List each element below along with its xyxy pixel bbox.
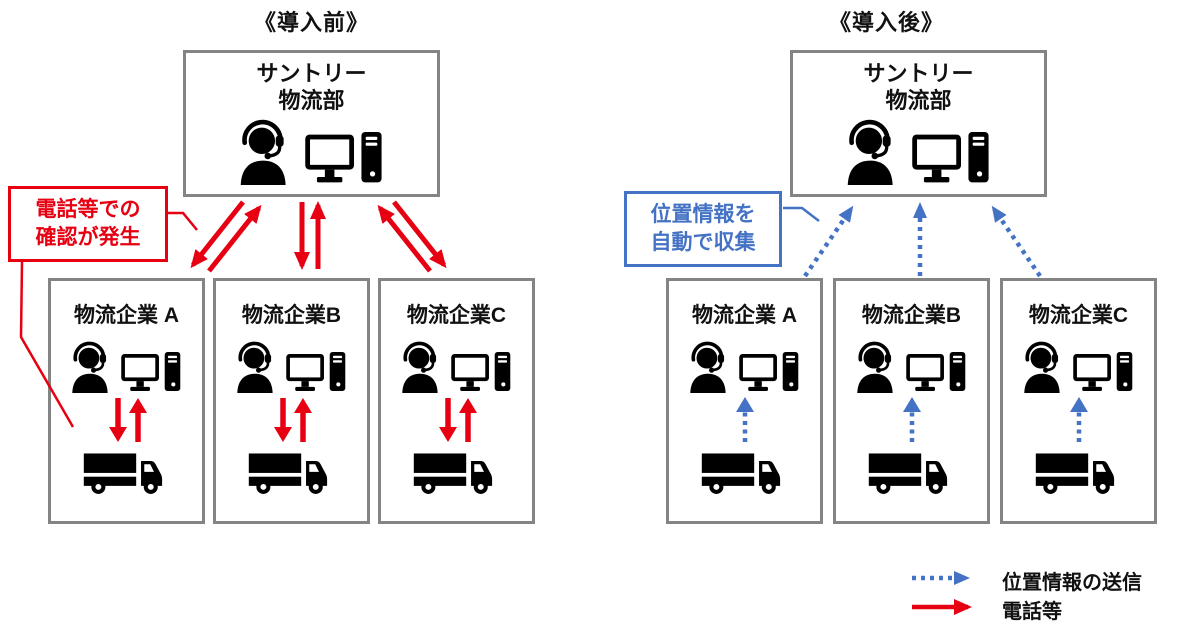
before-company-a-box: 物流企業 A bbox=[48, 278, 205, 524]
desktop-computer-icon bbox=[906, 352, 966, 391]
phone-exchange-arrows bbox=[108, 398, 147, 442]
headset-operator-icon bbox=[238, 119, 291, 185]
truck-icon bbox=[248, 453, 327, 494]
truck-icon bbox=[1035, 453, 1114, 494]
company-icons bbox=[688, 341, 801, 393]
headset-operator-icon bbox=[70, 341, 110, 393]
company-icons bbox=[235, 341, 348, 393]
headset-operator-icon bbox=[235, 341, 275, 393]
phone-exchange-arrows bbox=[273, 398, 312, 442]
before-panel-title: 《導入前》 bbox=[253, 10, 369, 35]
truck-icon bbox=[868, 453, 947, 494]
company-icons bbox=[400, 341, 513, 393]
after-company-a-box: 物流企業 A bbox=[666, 278, 823, 524]
legend-gps-label: 位置情報の送信 bbox=[1002, 572, 1142, 594]
phone-exchange-arrows bbox=[438, 398, 477, 442]
hub-title-line1: サントリー bbox=[256, 61, 367, 86]
gps-upload-arrow bbox=[902, 397, 921, 442]
auto-collect-callout: 位置情報を 自動で収集 bbox=[624, 191, 782, 267]
desktop-computer-icon bbox=[305, 132, 382, 183]
desktop-computer-icon bbox=[739, 352, 799, 391]
after-hub-box: サントリー 物流部 bbox=[790, 50, 1047, 197]
headset-operator-icon bbox=[845, 119, 898, 185]
desktop-computer-icon bbox=[451, 352, 511, 391]
callout-line1: 電話等での bbox=[35, 198, 141, 221]
before-company-b-box: 物流企業B bbox=[213, 278, 370, 524]
gps-upload-arrow bbox=[735, 397, 754, 442]
legend-phone-label: 電話等 bbox=[1002, 601, 1062, 623]
gps-upload-arrow bbox=[1069, 397, 1088, 442]
after-hub-title: サントリー 物流部 bbox=[863, 60, 973, 114]
before-hub-title: サントリー 物流部 bbox=[256, 60, 366, 114]
company-title: 物流企業 A bbox=[74, 304, 179, 327]
company-title: 物流企業C bbox=[406, 304, 507, 327]
truck-icon bbox=[413, 453, 492, 494]
headset-operator-icon bbox=[400, 341, 440, 393]
company-icons bbox=[70, 341, 183, 393]
legend-arrow-samples bbox=[912, 571, 972, 615]
company-title: 物流企業B bbox=[241, 304, 342, 327]
callout-line2: 自動で収集 bbox=[650, 231, 756, 254]
company-title: 物流企業 A bbox=[692, 304, 797, 327]
after-company-c-box: 物流企業C bbox=[1000, 278, 1157, 524]
before-hub-box: サントリー 物流部 bbox=[183, 50, 440, 197]
after-hub-arrows bbox=[803, 202, 1042, 278]
before-hub-icons bbox=[238, 119, 385, 185]
callout-line2: 確認が発生 bbox=[35, 226, 141, 249]
callout-line1: 位置情報を bbox=[650, 203, 756, 226]
desktop-computer-icon bbox=[286, 352, 346, 391]
desktop-computer-icon bbox=[121, 352, 181, 391]
desktop-computer-icon bbox=[912, 132, 989, 183]
truck-icon bbox=[701, 453, 780, 494]
headset-operator-icon bbox=[1022, 341, 1062, 393]
hub-title-line2: 物流部 bbox=[885, 88, 952, 113]
before-hub-arrows bbox=[190, 200, 447, 273]
hub-title-line2: 物流部 bbox=[278, 88, 345, 113]
company-icons bbox=[1022, 341, 1135, 393]
headset-operator-icon bbox=[688, 341, 728, 393]
after-company-b-box: 物流企業B bbox=[833, 278, 990, 524]
after-hub-icons bbox=[845, 119, 992, 185]
phone-confirmation-callout: 電話等での 確認が発生 bbox=[8, 186, 168, 262]
company-title: 物流企業B bbox=[861, 304, 962, 327]
blue-callout-leader-line bbox=[783, 206, 820, 222]
truck-icon bbox=[83, 453, 162, 494]
company-icons bbox=[855, 341, 968, 393]
after-panel-title: 《導入後》 bbox=[828, 10, 944, 35]
desktop-computer-icon bbox=[1073, 352, 1133, 391]
company-title: 物流企業C bbox=[1028, 304, 1129, 327]
before-company-c-box: 物流企業C bbox=[378, 278, 535, 524]
headset-operator-icon bbox=[855, 341, 895, 393]
hub-title-line1: サントリー bbox=[863, 61, 974, 86]
